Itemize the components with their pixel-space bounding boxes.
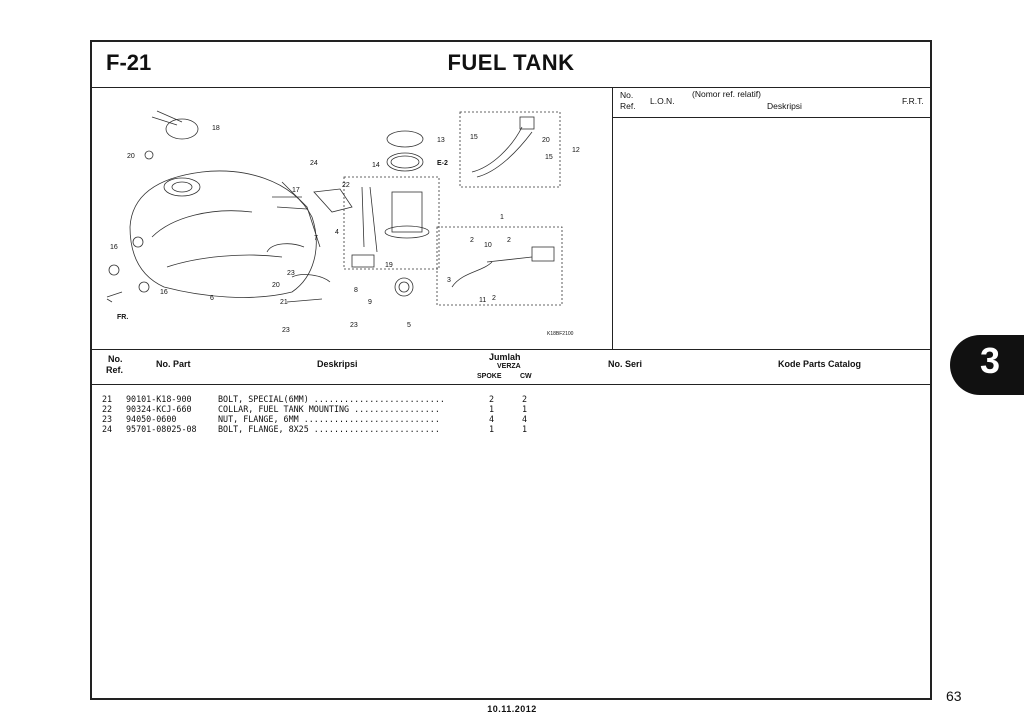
col-no: No.	[108, 354, 123, 364]
ref-nomor-label: (Nomor ref. relatif)	[692, 89, 761, 99]
callout-16b: 16	[160, 289, 168, 296]
callout-3: 3	[447, 277, 451, 284]
table-row: 22 90324-KCJ-660 COLLAR, FUEL TANK MOUNT…	[102, 404, 527, 414]
col-deskripsi: Deskripsi	[317, 359, 358, 369]
callout-24: 24	[310, 160, 318, 167]
callout-10: 10	[484, 242, 492, 249]
diagram-ref-code: K18BF2100	[547, 331, 574, 337]
fuel-tank-illustration: 18 20 24 22 17 13 14 E-2 15 20 12 15 1 1…	[106, 110, 580, 337]
col-kode: Kode Parts Catalog	[778, 359, 862, 369]
print-date: 10.11.2012	[487, 704, 537, 714]
row-ref: 24	[102, 424, 113, 434]
callout-20b: 20	[542, 137, 550, 144]
row-part: 94050-0600	[126, 414, 177, 424]
row-cw: 1	[522, 404, 528, 414]
callout-e2: E-2	[437, 160, 448, 167]
col-spoke: SPOKE	[477, 373, 502, 380]
ref-no-label: No.	[620, 90, 634, 100]
callout-15a: 15	[470, 134, 478, 141]
callout-22: 22	[342, 182, 350, 189]
row-desc: BOLT, FLANGE, 8X25 .....................…	[218, 424, 440, 434]
page-number: 63	[946, 688, 962, 704]
ref-lon-label: L.O.N.	[650, 96, 675, 106]
col-no-seri: No. Seri	[608, 359, 643, 369]
row-spoke: 2	[489, 394, 495, 404]
row-ref: 23	[102, 414, 113, 424]
table-row: 23 94050-0600 NUT, FLANGE, 6MM .........…	[102, 414, 527, 424]
callout-23c: 23	[350, 322, 358, 329]
catalog-frame: F-21 FUEL TANK	[90, 40, 932, 700]
table-row: 21 90101-K18-900 BOLT, SPECIAL(6MM) ....…	[102, 394, 527, 404]
exploded-diagram: 18 20 24 22 17 13 14 E-2 15 20 12 15 1 1…	[92, 87, 613, 349]
front-arrow-label: FR.	[117, 314, 128, 321]
callout-12: 12	[572, 147, 580, 154]
callout-17: 17	[292, 187, 300, 194]
page-header: F-21 FUEL TANK	[92, 42, 930, 88]
section-tab-number: 3	[980, 340, 1001, 381]
row-desc: COLLAR, FUEL TANK MOUNTING .............…	[218, 404, 440, 414]
row-ref: 22	[102, 404, 113, 414]
row-desc: BOLT, SPECIAL(6MM) .....................…	[218, 394, 445, 404]
callout-19: 19	[385, 262, 393, 269]
col-no-part: No. Part	[156, 359, 191, 369]
page-title: FUEL TANK	[447, 50, 575, 75]
row-ref: 21	[102, 394, 113, 404]
callout-18: 18	[212, 125, 220, 132]
callout-2b: 2	[507, 237, 511, 244]
callout-23b: 23	[282, 327, 290, 334]
callout-7: 7	[314, 235, 318, 242]
callout-1: 1	[500, 214, 504, 221]
callout-15b: 15	[545, 154, 553, 161]
callout-9: 9	[368, 299, 372, 306]
callout-2c: 2	[492, 295, 496, 302]
reference-panel: No. Ref. L.O.N. (Nomor ref. relatif) Des…	[612, 87, 932, 349]
col-jumlah: Jumlah	[489, 352, 521, 362]
col-verza: VERZA	[497, 363, 521, 370]
callout-20c: 20	[272, 282, 280, 289]
table-row: 24 95701-08025-08 BOLT, FLANGE, 8X25 ...…	[102, 424, 527, 434]
row-spoke: 4	[489, 414, 495, 424]
callout-16a: 16	[110, 244, 118, 251]
section-code: F-21	[106, 50, 152, 75]
callout-21: 21	[280, 299, 288, 306]
ref-frt-label: F.R.T.	[902, 96, 924, 106]
callout-8: 8	[354, 287, 358, 294]
row-part: 90101-K18-900	[126, 394, 192, 404]
callout-4: 4	[335, 229, 339, 236]
row-cw: 1	[522, 424, 528, 434]
callout-13: 13	[437, 137, 445, 144]
ref-ref-label: Ref.	[620, 101, 636, 111]
ref-deskripsi-label: Deskripsi	[767, 101, 802, 111]
callout-23a: 23	[287, 270, 295, 277]
callout-11: 11	[479, 297, 486, 304]
section-tab	[950, 335, 1024, 395]
row-part: 95701-08025-08	[126, 424, 197, 434]
callout-20: 20	[127, 153, 135, 160]
callout-5: 5	[407, 322, 411, 329]
col-cw: CW	[520, 373, 532, 380]
callout-2a: 2	[470, 237, 474, 244]
row-spoke: 1	[489, 404, 495, 414]
col-ref: Ref.	[106, 365, 124, 375]
row-spoke: 1	[489, 424, 495, 434]
row-cw: 4	[522, 414, 528, 424]
parts-table-header: No. Ref. No. Part Deskripsi Jumlah VERZA…	[92, 349, 930, 385]
row-part: 90324-KCJ-660	[126, 404, 192, 414]
callout-14: 14	[372, 162, 380, 169]
parts-list: 21 90101-K18-900 BOLT, SPECIAL(6MM) ....…	[102, 394, 527, 434]
callout-6: 6	[210, 295, 214, 302]
reference-header: No. Ref. L.O.N. (Nomor ref. relatif) Des…	[612, 87, 932, 118]
row-desc: NUT, FLANGE, 6MM .......................…	[218, 414, 440, 424]
row-cw: 2	[522, 394, 528, 404]
